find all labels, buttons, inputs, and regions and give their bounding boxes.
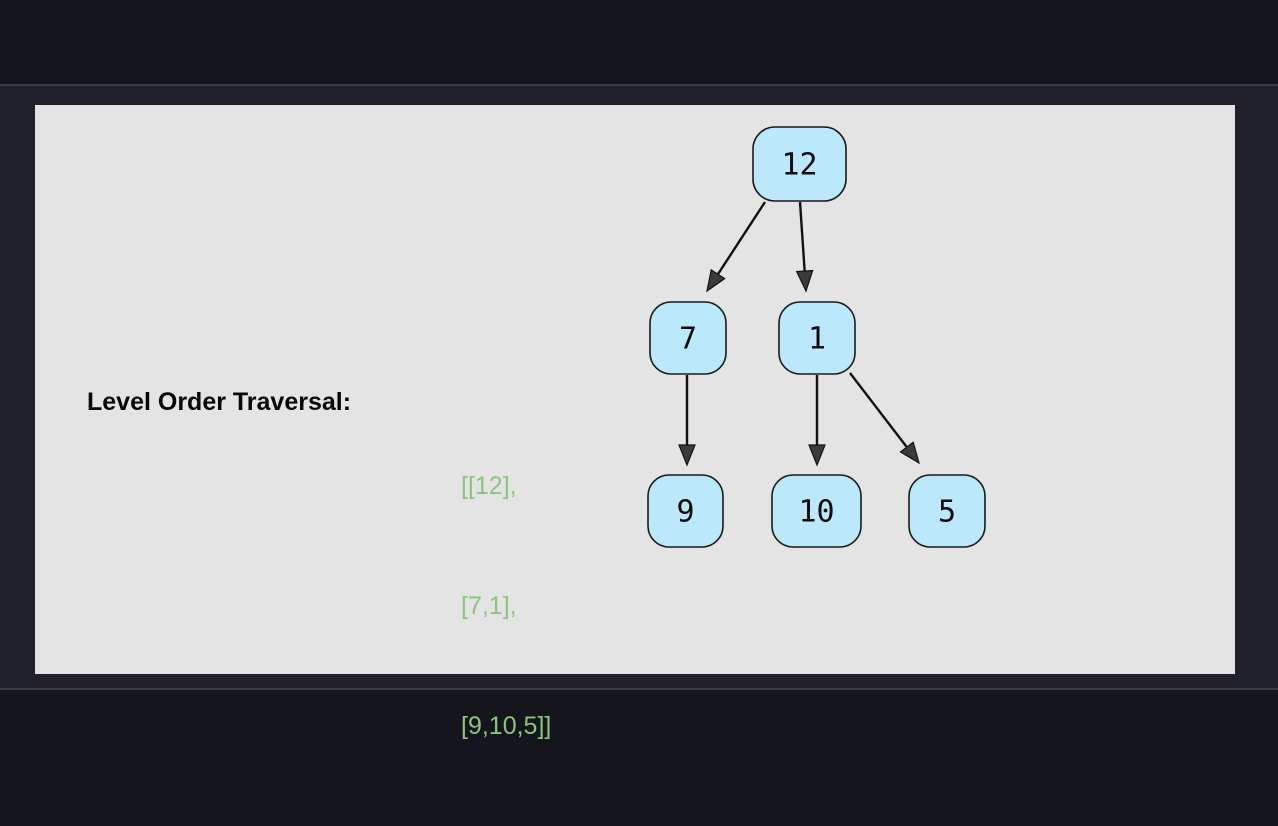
tree-node-10[interactable]: 10 (771, 474, 862, 548)
tree-node-shape[interactable] (649, 301, 727, 375)
tree-node-5[interactable]: 5 (908, 474, 986, 548)
chrome-bottom-divider (0, 688, 1278, 690)
tree-node-7[interactable]: 7 (649, 301, 727, 375)
tree-node-shape[interactable] (647, 474, 724, 548)
edge-n1-to-n5 (849, 372, 920, 465)
tree-node-label: 9 (676, 495, 694, 530)
tree-node-9[interactable]: 9 (647, 474, 724, 548)
tree-node-shape[interactable] (908, 474, 986, 548)
tree-node-label: 5 (938, 495, 956, 530)
tree-node-label: 12 (781, 148, 817, 183)
edge-line (849, 372, 908, 448)
chrome-top-bar (0, 0, 1278, 84)
binary-tree-graph: 12 7 1 9 10 5 (647, 126, 986, 548)
tree-node-shape[interactable] (771, 474, 862, 548)
tree-node-shape[interactable] (752, 126, 847, 202)
traversal-result-line-1: [[12], (461, 472, 517, 500)
tree-node-shape[interactable] (778, 301, 856, 375)
chrome-bottom-bar (0, 690, 1278, 724)
traversal-result-line-3: [9,10,5]] (461, 712, 552, 740)
arrowhead-icon (808, 444, 826, 467)
edge-n12-to-n7 (706, 201, 767, 293)
edge-n12-to-n1 (795, 201, 814, 293)
tree-node-12[interactable]: 12 (752, 126, 847, 202)
edge-line (798, 201, 806, 272)
edge-layer (678, 201, 920, 467)
edge-line (716, 201, 767, 275)
edge-n1-to-n10 (808, 375, 826, 467)
traversal-result-line-2: [7,1], (461, 592, 517, 620)
chrome-top-divider (0, 84, 1278, 86)
arrowhead-icon (795, 269, 814, 293)
node-layer: 12 7 1 9 10 5 (647, 126, 986, 548)
tree-node-label: 7 (679, 322, 697, 357)
tree-node-label: 1 (808, 322, 826, 357)
tree-node-label: 10 (798, 495, 834, 530)
tree-node-1[interactable]: 1 (778, 301, 856, 375)
arrowhead-icon (899, 441, 920, 465)
screen-root: Level Order Traversal: [[12], [7,1], [9,… (0, 0, 1278, 740)
diagram-canvas: Level Order Traversal: [[12], [7,1], [9,… (35, 105, 1235, 740)
edge-n7-to-n9 (678, 375, 696, 467)
arrowhead-icon (706, 268, 726, 293)
arrowhead-icon (678, 444, 696, 467)
traversal-label: Level Order Traversal: (87, 388, 352, 416)
